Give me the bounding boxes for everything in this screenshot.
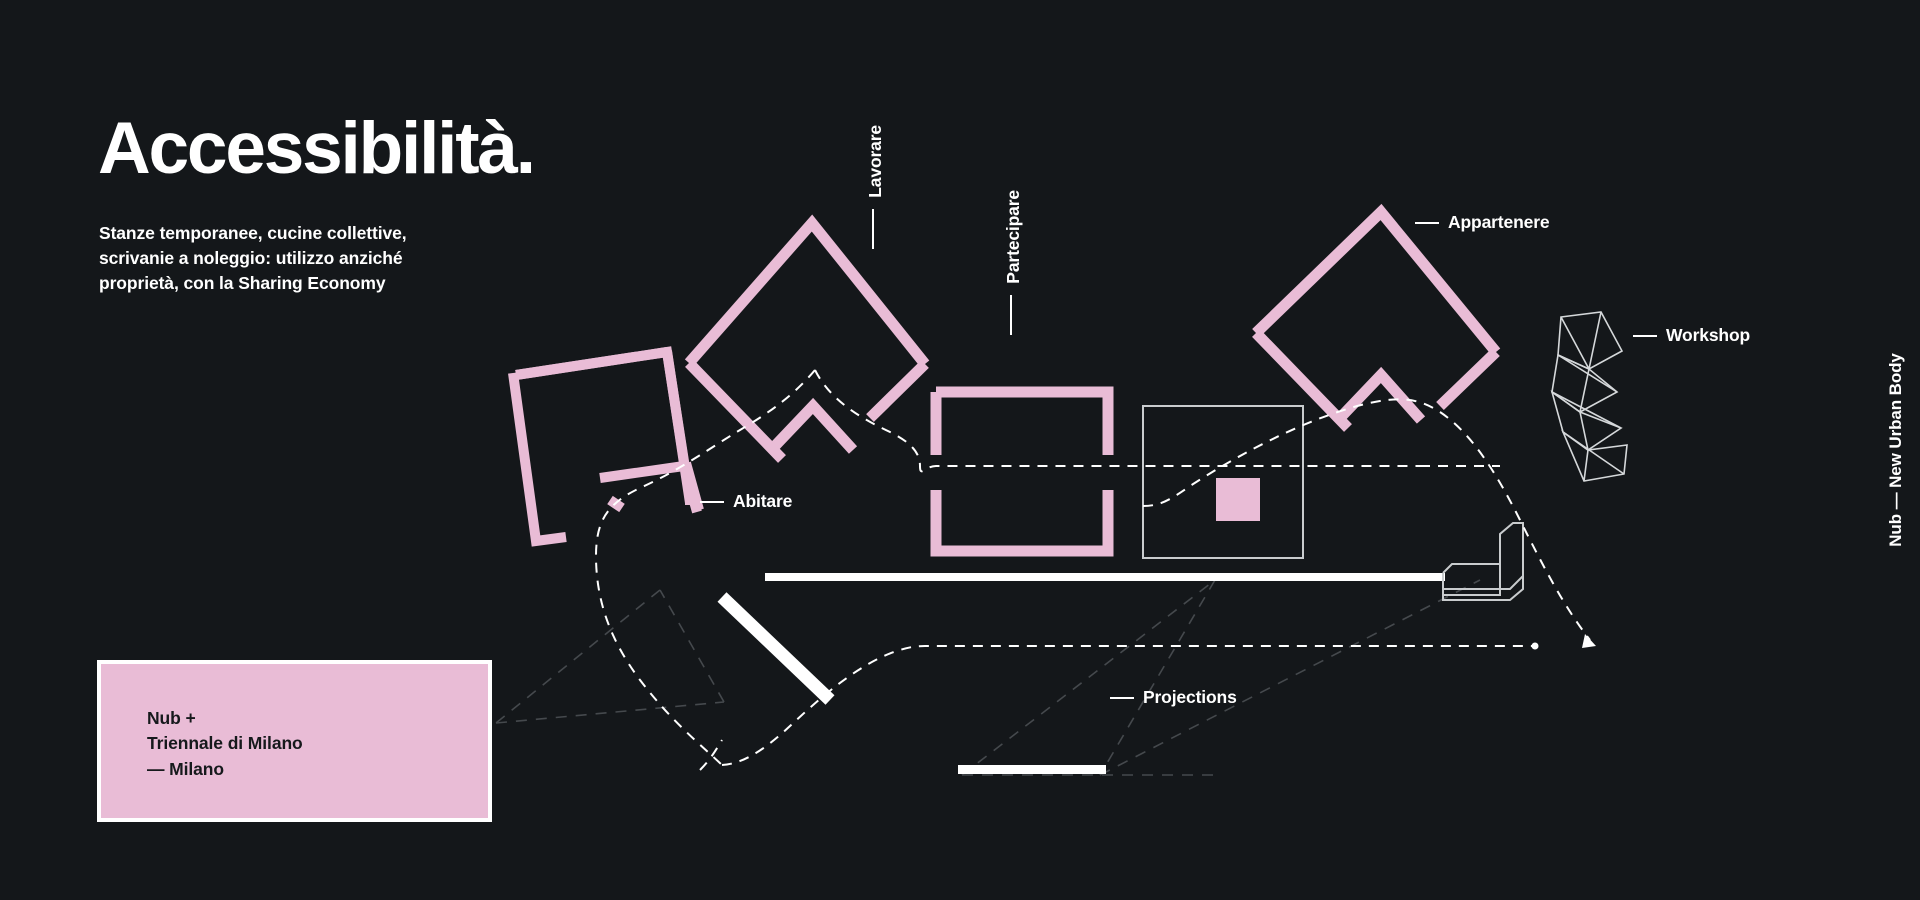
shape-hook-outline <box>1442 522 1524 601</box>
label-dash-icon <box>872 208 874 249</box>
projection-lines <box>495 579 1481 776</box>
credit-card: Nub + Triennale di Milano — Milano <box>97 660 492 822</box>
label-dash-icon <box>700 500 724 503</box>
credit-card-text: Nub + Triennale di Milano — Milano <box>147 708 303 779</box>
page-title: Accessibilità. <box>98 107 536 189</box>
diagram-label-text: Abitare <box>733 491 793 511</box>
diagram-label-lavorare: Lavorare <box>865 125 886 249</box>
dashed-route-dot <box>1531 642 1539 650</box>
diagram-label-workshop: Workshop <box>1633 325 1750 346</box>
shape-abitare-small <box>599 460 704 514</box>
diagram-label-text: Projections <box>1143 687 1237 707</box>
shape-framed-box <box>1142 405 1304 559</box>
side-caption: Nub — New Urban Body <box>1886 353 1905 547</box>
diagram-label-text: Partecipare <box>1003 190 1023 284</box>
shape-workshop-polygon <box>1550 311 1628 482</box>
shape-partecipare <box>930 386 1114 557</box>
label-dash-icon <box>1633 334 1657 337</box>
diagram-label-abitare: Abitare <box>700 491 792 512</box>
diagram-label-text: Workshop <box>1666 325 1751 345</box>
label-dash-icon <box>1415 221 1439 224</box>
diagram-label-partecipare: Partecipare <box>1003 190 1024 335</box>
label-dash-icon <box>1010 294 1012 335</box>
diagram-label-projections: Projections <box>1110 687 1237 708</box>
dashed-route-arrow <box>1582 634 1596 648</box>
diagram-label-appartenere: Appartenere <box>1415 212 1550 233</box>
shape-abitare-large <box>508 346 695 547</box>
bar-diagonal <box>717 592 835 705</box>
label-dash-icon <box>1110 696 1134 699</box>
dashed-route <box>594 369 1591 771</box>
bar-bottom-horizontal <box>958 765 1106 774</box>
shape-appartenere <box>1252 203 1501 432</box>
diagram-label-text: Appartenere <box>1448 212 1550 232</box>
shape-lavorare <box>684 214 930 463</box>
bar-long-horizontal <box>765 573 1445 581</box>
diagram-label-text: Lavorare <box>865 125 885 198</box>
page-subtitle: Stanze temporanee, cucine collettive, sc… <box>99 222 407 294</box>
